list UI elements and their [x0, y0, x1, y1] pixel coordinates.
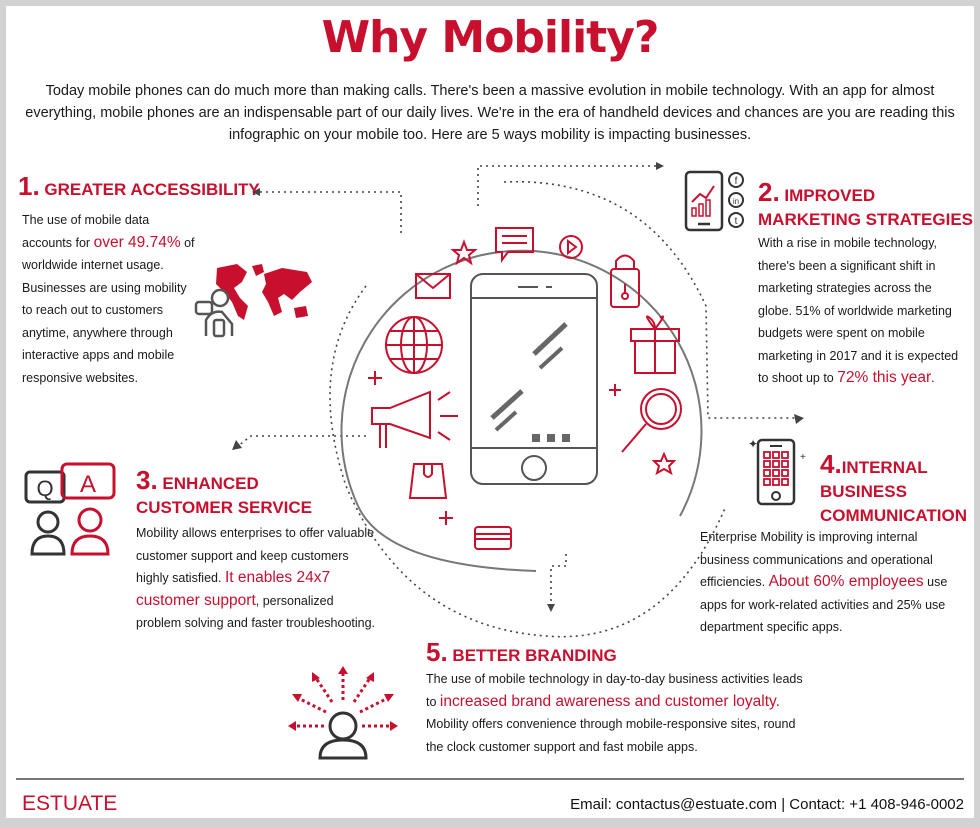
section-1-text: The use of mobile data accounts for	[22, 213, 150, 250]
section-3-number: 3.	[136, 465, 158, 495]
section-2-text-after: .	[931, 371, 935, 385]
phone-apps-grid-icon: ✦ +	[748, 437, 806, 506]
section-4-title-line1: INTERNAL	[841, 458, 928, 477]
section-3-text-after: , personalized problem solving and faste…	[136, 593, 376, 631]
section-2-title-line2: MARKETING STRATEGIES	[758, 210, 974, 229]
section-2-highlight: 72% this year	[837, 369, 932, 386]
page-title: Why Mobility?	[321, 12, 660, 63]
section-3-title-line2: CUSTOMER SERVICE	[136, 498, 313, 517]
contact-info: Email: contactus@estuate.com | Contact: …	[570, 796, 964, 813]
section-4-number: 4.	[820, 449, 842, 479]
brand-logo: ESTUATE	[22, 792, 118, 815]
svg-text:f: f	[735, 176, 738, 187]
star-icon-2	[651, 451, 677, 476]
world-map-user-icon	[194, 264, 312, 338]
section-1-text-after: of worldwide internet usage. Businesses …	[22, 235, 195, 385]
chat-icon	[495, 227, 534, 263]
section-3-text: Mobility allows enterprises to offer val…	[136, 526, 375, 585]
lock-icon	[610, 268, 640, 308]
section-4-title-line2: BUSINESS	[820, 482, 907, 501]
central-illustration	[232, 162, 804, 638]
section-4-body: Enterprise Mobility is improving interna…	[700, 526, 968, 639]
section-2-title-line1: IMPROVED	[784, 186, 876, 205]
svg-text:Q: Q	[36, 476, 53, 501]
megaphone-icon	[371, 390, 431, 440]
section-5-text: The use of mobile technology in day-to-d…	[426, 672, 803, 709]
section-4-highlight: About 60% employees	[768, 573, 924, 590]
section-5-highlight: increased brand awareness and customer l…	[439, 692, 780, 710]
intro-paragraph: Today mobile phones can do much more tha…	[25, 83, 955, 143]
section-4-title-line3: COMMUNICATION	[820, 506, 967, 525]
svg-text:+: +	[800, 452, 806, 463]
section-4-heading: 4.INTERNAL BUSINESS COMMUNICATION	[820, 449, 967, 528]
section-2-heading: 2. IMPROVED MARKETING STRATEGIES	[758, 177, 974, 232]
section-3-title-line1: ENHANCED	[162, 474, 259, 493]
section-5-number: 5.	[426, 637, 448, 667]
section-2-number: 2.	[758, 177, 780, 207]
section-1-number: 1.	[18, 171, 40, 201]
section-3-highlight: It enables 24x7 customer support	[136, 569, 331, 609]
svg-text:t: t	[735, 216, 738, 227]
section-5-text-after: Mobility offers convenience through mobi…	[426, 717, 796, 754]
section-4-text-after: use apps for work-related activities and…	[700, 575, 948, 634]
person-broadcast-arrows-icon	[288, 666, 398, 760]
play-icon	[559, 235, 583, 259]
shopping-bag-icon	[408, 463, 448, 499]
footer-divider	[16, 778, 964, 780]
svg-text:A: A	[80, 471, 96, 498]
star-icon	[450, 239, 478, 266]
svg-text:✦: ✦	[748, 437, 758, 451]
section-1-body: The use of mobile data accounts for over…	[22, 209, 197, 389]
section-5-body: The use of mobile technology in day-to-d…	[426, 668, 806, 758]
section-1-heading: 1. GREATER ACCESSIBILITY	[18, 171, 260, 202]
section-3-heading: 3. ENHANCED CUSTOMER SERVICE	[136, 465, 313, 520]
section-2-body: With a rise in mobile technology, there'…	[758, 232, 968, 390]
svg-text:in: in	[733, 197, 739, 206]
section-4-text: Enterprise Mobility is improving interna…	[700, 530, 933, 589]
phone-social-chart-icon: f in t	[684, 170, 744, 232]
section-1-title: GREATER ACCESSIBILITY	[44, 180, 260, 199]
section-5-title: BETTER BRANDING	[452, 646, 617, 665]
search-icon	[640, 388, 682, 430]
section-3-body: Mobility allows enterprises to offer val…	[136, 522, 376, 635]
plus-icons	[368, 371, 621, 525]
mail-icon	[415, 273, 451, 299]
section-1-highlight: over 49.74%	[93, 233, 181, 251]
qa-support-icon: Q A	[24, 462, 116, 556]
section-5-heading: 5. BETTER BRANDING	[426, 637, 617, 668]
infographic-page: Why Mobility? Today mobile phones can do…	[6, 6, 974, 818]
section-2-text: With a rise in mobile technology, there'…	[758, 236, 959, 385]
